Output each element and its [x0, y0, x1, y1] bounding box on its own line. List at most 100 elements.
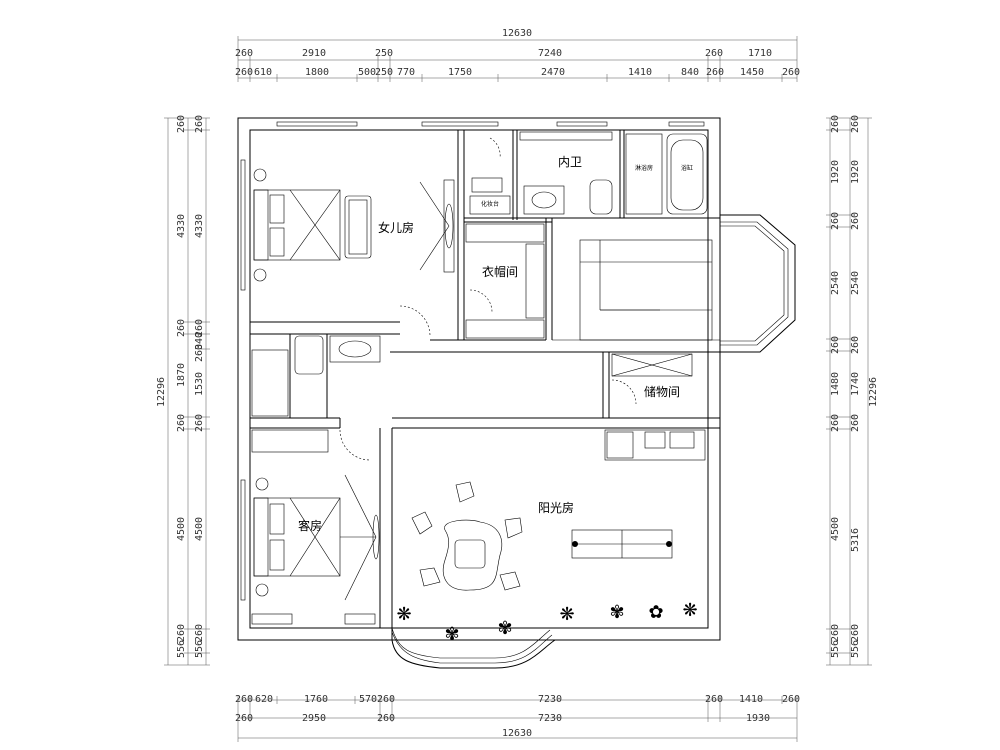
- sunroom-bench: [571, 529, 673, 559]
- daughter-desk-lamp: [419, 179, 455, 273]
- bathtub: 浴缸: [666, 133, 708, 215]
- dim-left-label: 340: [194, 332, 205, 350]
- dim-right-label: 4500: [830, 517, 841, 541]
- vanity-label: 化妆台: [481, 200, 499, 208]
- sunroom-counter: [604, 429, 706, 461]
- shower-tile: [625, 133, 663, 215]
- dim-left-label: 260: [194, 115, 205, 133]
- guest-bed: [251, 474, 380, 625]
- plant-icon: ❋: [559, 604, 574, 625]
- dim-bottom-label: 7230: [538, 694, 562, 705]
- sunroom-stools: [411, 481, 523, 591]
- dimension-text-bottom: 260 620 1760 570 260 7230 260 1410 260 2…: [235, 694, 800, 739]
- plant-icon: ✾: [444, 624, 459, 645]
- dim-right-label: 260: [850, 212, 861, 230]
- dim-right-label: 260: [850, 624, 861, 642]
- dim-bottom-label: 260: [235, 694, 253, 705]
- dim-right-label: 260: [850, 115, 861, 133]
- dimension-lines: [164, 36, 872, 742]
- dim-top-label: 260: [235, 67, 253, 78]
- room-label-guest: 客房: [298, 518, 322, 533]
- doors: [339, 137, 637, 461]
- dim-top-label: 770: [397, 67, 415, 78]
- dim-left-label: 4330: [176, 214, 187, 238]
- dim-bottom-label: 1930: [746, 713, 770, 724]
- dim-right-total: 12296: [868, 377, 879, 407]
- dim-bottom-label: 570: [359, 694, 377, 705]
- dim-right-label: 1740: [850, 372, 861, 396]
- dim-top-label: 500: [358, 67, 376, 78]
- dim-top-label: 1710: [748, 48, 772, 59]
- dim-right-label: 260: [830, 212, 841, 230]
- dim-left-label: 1870: [176, 363, 187, 387]
- dim-left-label: 556: [194, 640, 205, 658]
- plant-icon: ✿: [648, 602, 663, 623]
- dim-right-label: 2540: [830, 271, 841, 295]
- dim-left-label: 260: [194, 344, 205, 362]
- dim-left-label: 260: [176, 319, 187, 337]
- room-label-bathroom: 内卫: [558, 155, 582, 169]
- dim-bottom-label: 260: [705, 694, 723, 705]
- dim-bottom-label: 7230: [538, 713, 562, 724]
- dim-top-label: 2910: [302, 48, 326, 59]
- dim-top-label: 250: [375, 48, 393, 59]
- dim-right-label: 2540: [850, 271, 861, 295]
- daughter-bed: [253, 168, 341, 282]
- dim-top-label: 1450: [740, 67, 764, 78]
- storage-cabinet: [611, 352, 709, 418]
- dim-right-label: 260: [850, 336, 861, 354]
- bathtub-label: 浴缸: [681, 164, 693, 172]
- dim-top-label: 260: [235, 48, 253, 59]
- dim-top-label: 1800: [305, 67, 329, 78]
- room-label-storage: 储物间: [644, 384, 680, 399]
- room-labels: 女儿房 内卫 衣帽间 储物间 客房 阳光房: [298, 155, 680, 533]
- dim-right-label: 260: [830, 624, 841, 642]
- dim-bottom-label: 1760: [304, 694, 328, 705]
- dim-left-label: 260: [176, 624, 187, 642]
- dim-right-label: 556: [830, 640, 841, 658]
- dim-top-label: 1750: [448, 67, 472, 78]
- sunroom-coffee-table: [442, 519, 503, 591]
- staircase: [579, 239, 713, 341]
- dim-top-total: 12630: [502, 28, 532, 39]
- room-label-cloakroom: 衣帽间: [482, 264, 518, 279]
- dim-left-label: 4330: [194, 214, 205, 238]
- dim-left-label: 260: [176, 115, 187, 133]
- dimension-text-left: 12296 260 4330 260 1870 260 4500 556 260…: [156, 115, 205, 658]
- dim-left-label: 4500: [194, 517, 205, 541]
- dim-left-label: 260: [194, 319, 205, 337]
- plant-icon: ✾: [497, 618, 512, 639]
- plant-icon: ❋: [682, 600, 697, 621]
- dim-bottom-label: 1410: [739, 694, 763, 705]
- dim-bottom-label: 260: [235, 713, 253, 724]
- dim-left-label: 1530: [194, 372, 205, 396]
- dim-bottom-label: 260: [782, 694, 800, 705]
- dim-right-label: 260: [850, 414, 861, 432]
- cloakroom-closet: [465, 223, 545, 339]
- dim-bottom-label: 620: [255, 694, 273, 705]
- stair-bay-window: [720, 214, 796, 353]
- dim-right-label: 260: [830, 336, 841, 354]
- plant-icon: ❋: [396, 604, 411, 625]
- exterior-walls: [237, 117, 721, 641]
- room-label-sunroom: 阳光房: [538, 500, 574, 515]
- shower-label: 淋浴房: [635, 164, 653, 172]
- dim-right-label: 260: [830, 414, 841, 432]
- dim-bottom-label: 260: [377, 694, 395, 705]
- dim-right-label: 1920: [850, 160, 861, 184]
- dim-left-label: 4500: [176, 517, 187, 541]
- dim-left-total: 12296: [156, 377, 167, 407]
- dim-bottom-label: 260: [377, 713, 395, 724]
- dim-left-label: 260: [194, 624, 205, 642]
- dim-right-label: 260: [830, 115, 841, 133]
- dim-left-label: 260: [194, 414, 205, 432]
- left-bath-fixtures: [251, 335, 381, 417]
- dim-right-label: 1920: [830, 160, 841, 184]
- plant-icon: ✾: [609, 602, 624, 623]
- dim-top-label: 2470: [541, 67, 565, 78]
- sunroom-plants: ❋ ✾ ✾ ❋ ✾ ✿ ❋: [396, 600, 697, 645]
- bathroom-fixtures: 化妆台: [469, 131, 613, 215]
- dim-bottom-label: 2950: [302, 713, 326, 724]
- dim-top-label: 7240: [538, 48, 562, 59]
